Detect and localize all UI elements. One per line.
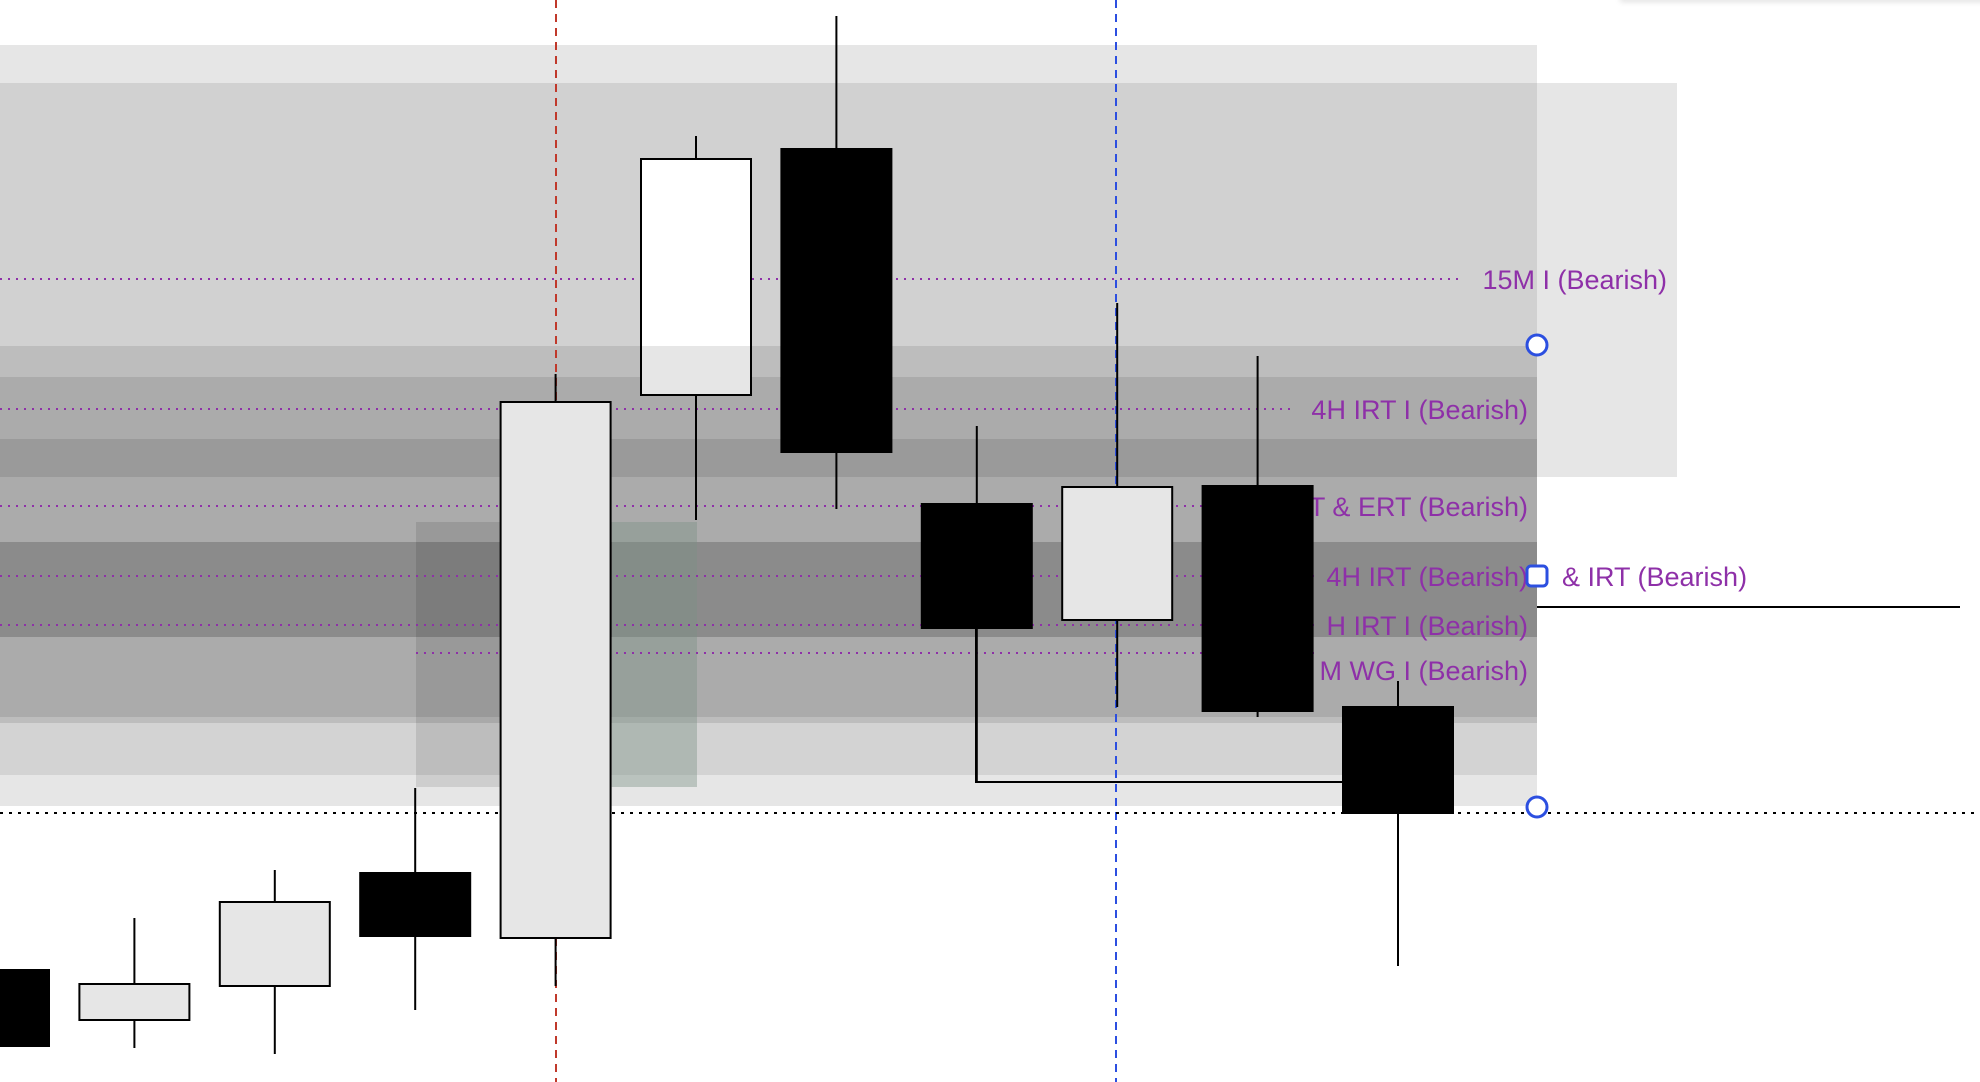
candle-body-bearish [1201,485,1314,712]
zone-box-tint [612,522,697,787]
candle[interactable] [780,16,893,509]
zone-band-lower [0,723,1537,775]
handle-circle-icon[interactable] [1525,795,1549,819]
candle[interactable] [640,136,752,520]
candle[interactable] [499,374,612,986]
drawing-handles [1525,333,1549,819]
candle-body-bullish [78,983,191,1021]
handle-circle-icon[interactable] [1525,333,1549,357]
zone-band[interactable] [0,346,1537,377]
candle-body-bearish [0,969,50,1047]
zone-band-dark [0,439,1537,477]
zone-15m-extension [1537,83,1677,477]
level-label[interactable]: & IRT (Bearish) [1562,562,1747,592]
candle-body-bullish [1061,486,1174,621]
candle[interactable] [920,426,1033,782]
candle-body-bearish [1342,706,1454,814]
level-label[interactable]: H IRT I (Bearish) [1326,611,1528,641]
candle-body-bullish [218,901,331,987]
candle-body-bullish [499,401,612,939]
level-label[interactable]: 15M I (Bearish) [1482,265,1667,295]
level-label[interactable]: 4H IRT (Bearish) [1326,562,1528,592]
candle[interactable] [218,870,331,1054]
level-label[interactable]: 4H IRT I (Bearish) [1311,395,1528,425]
candle[interactable] [359,788,472,1010]
candle[interactable] [0,969,50,1047]
candle-body-bearish [920,503,1033,629]
candle-body-bullish [640,158,752,396]
zones [0,45,1677,806]
handle-square-icon[interactable] [1525,564,1549,588]
candle[interactable] [1342,681,1454,966]
level-label[interactable]: M WG I (Bearish) [1319,656,1528,686]
level-label[interactable]: T & ERT (Bearish) [1309,492,1528,522]
candle[interactable] [1201,356,1314,717]
candles [0,16,1454,1054]
candle[interactable] [1061,303,1174,707]
candle-body-bearish [780,148,893,453]
candle-body-bearish [359,872,472,937]
zone-15m[interactable] [0,83,1537,346]
candle[interactable] [78,918,191,1048]
zone-band-low [0,717,1537,723]
